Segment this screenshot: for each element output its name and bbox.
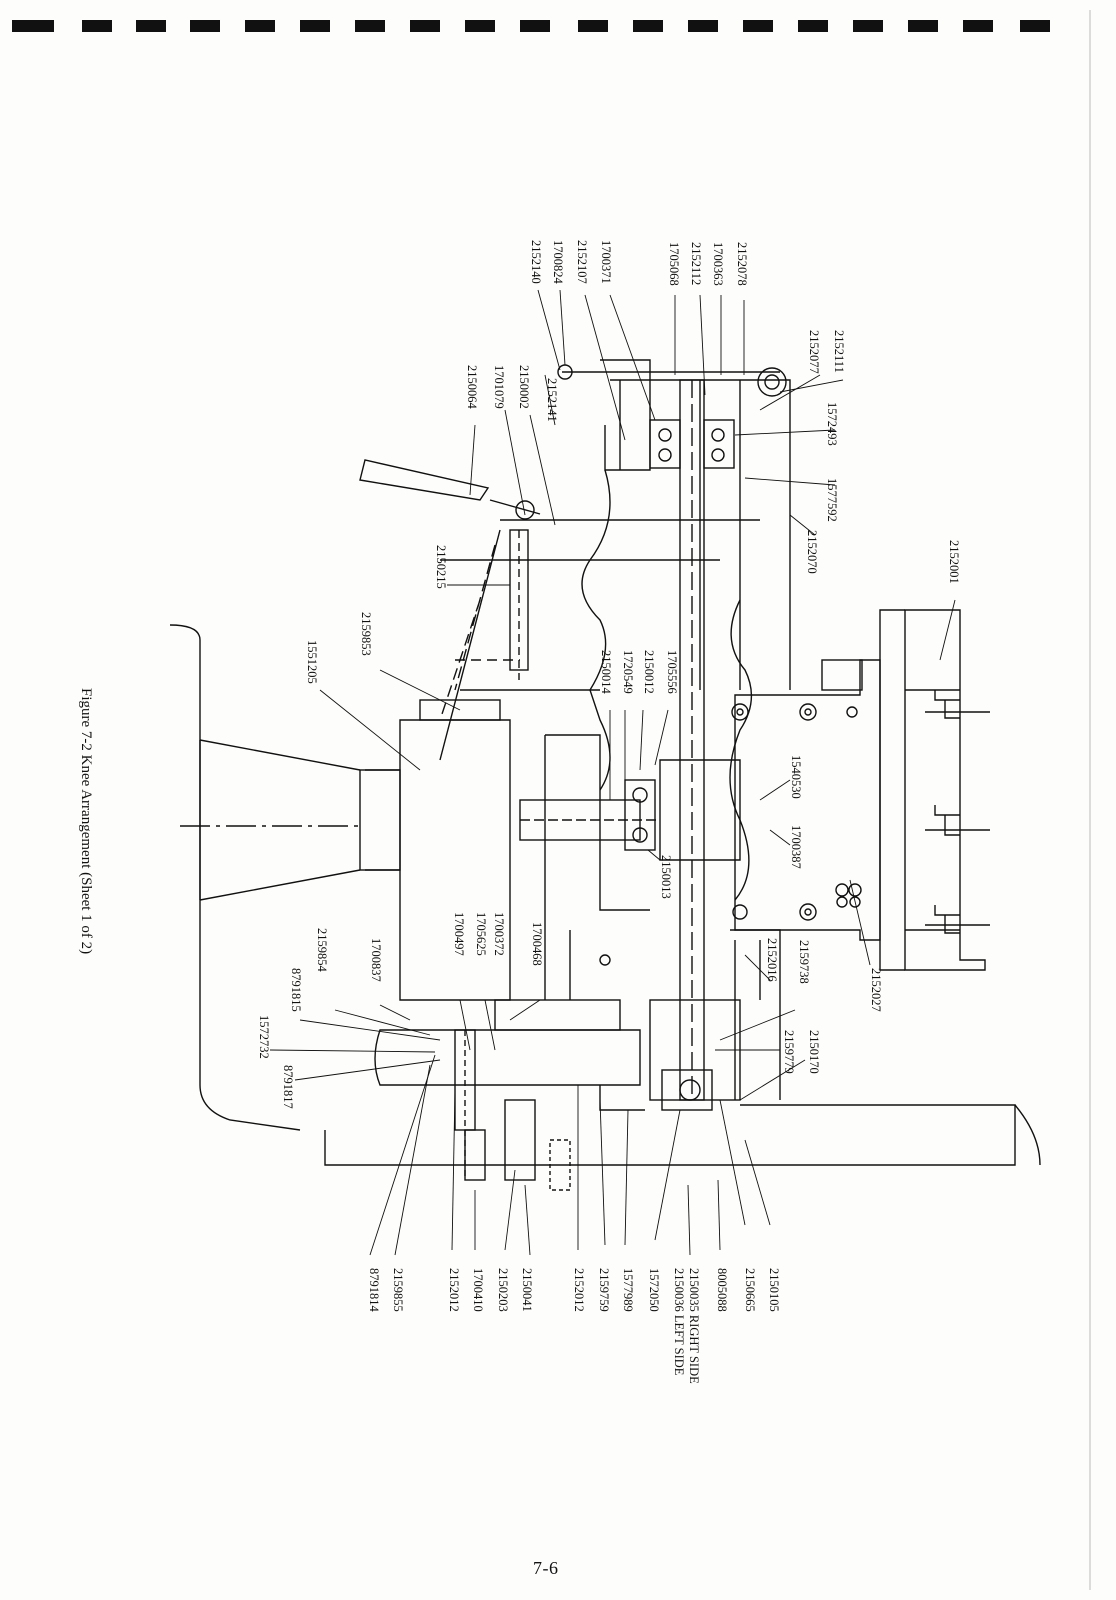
callout-label: 2152070 [805,530,819,574]
callout-label: 2152016 [765,938,779,982]
figure-caption: Figure 7-2 Knee Arrangement (Sheet 1 of … [78,688,94,954]
callout-label: 1577592 [825,478,839,522]
callout-label: 2150041 [520,1268,534,1312]
callout-label: 2150064 [465,365,479,410]
leader-lines [269,289,956,1256]
callout-label: 1577989 [621,1268,635,1312]
page-number: 7-6 [533,1558,559,1578]
callout-label: 2152111 [832,330,846,373]
callout-label: 2152141 [545,378,559,422]
callout-label: 1700372 [492,912,506,956]
callout-label: 1540530 [789,755,803,799]
callout-label: 2152027 [869,968,883,1012]
callout-label: 2159854 [315,928,329,973]
callout-label: 1700410 [471,1268,485,1312]
callout-label: 2152012 [447,1268,461,1312]
callout-label: 2150012 [642,650,656,694]
binding-holes-strip [12,20,1050,32]
callout-label: 2152012 [572,1268,586,1312]
callout-label: 1700824 [551,240,565,285]
callout-label: 1705068 [667,242,681,286]
callout-label: 8005088 [715,1268,729,1312]
callout-label: 2159738 [797,940,811,984]
callout-label: 2150215 [434,545,448,589]
callout-label: 2150002 [517,365,531,409]
callout-label: 1705625 [474,912,488,956]
callout-label: 2150105 [767,1268,781,1312]
callout-label: 8791815 [289,968,303,1012]
callout-label: 2150203 [496,1268,510,1312]
callout-label: 1705556 [665,650,679,694]
callout-label: 1701079 [492,365,506,409]
callout-label: 1700387 [789,825,803,869]
callout-label: 1551205 [305,640,319,684]
callout-label: 1720549 [621,650,635,694]
callout-label: 1700837 [369,938,383,982]
callout-label: 1700371 [599,240,613,284]
callout-label: 1572732 [257,1015,271,1059]
callout-label: 1700363 [711,242,725,286]
callout-label: 2152078 [735,242,749,286]
callout-label: 8791817 [281,1065,295,1109]
callout-label: 1700468 [530,922,544,966]
callout-label: 2150013 [659,855,673,899]
machine-outline [169,359,1041,1191]
callout-label: 2159779 [782,1030,796,1074]
callout-label: 2150170 [807,1030,821,1074]
callout-label: 2159853 [359,612,373,656]
callout-label: 2150036 LEFT SIDE [672,1268,686,1376]
callout-label: 2152112 [689,242,703,285]
callout-label: 2159855 [391,1268,405,1312]
callout-label: 1572493 [825,402,839,446]
callout-label: 8791814 [367,1268,381,1313]
callout-label: 1572050 [647,1268,661,1312]
callout-label: 2152077 [807,330,821,374]
callout-label: 2159759 [597,1268,611,1312]
callout-label: 2152001 [947,540,961,584]
callout-label: 2150035 RIGHT SIDE [687,1268,701,1384]
callout-labels: 2152078 1700363 2152112 1705068 1700371 … [78,240,961,1384]
callout-label: 2152107 [575,240,589,284]
callout-label: 2150665 [743,1268,757,1312]
callout-label: 1700497 [452,912,466,956]
callout-label: 2152140 [529,240,543,284]
callout-label: 2150014 [599,650,613,695]
